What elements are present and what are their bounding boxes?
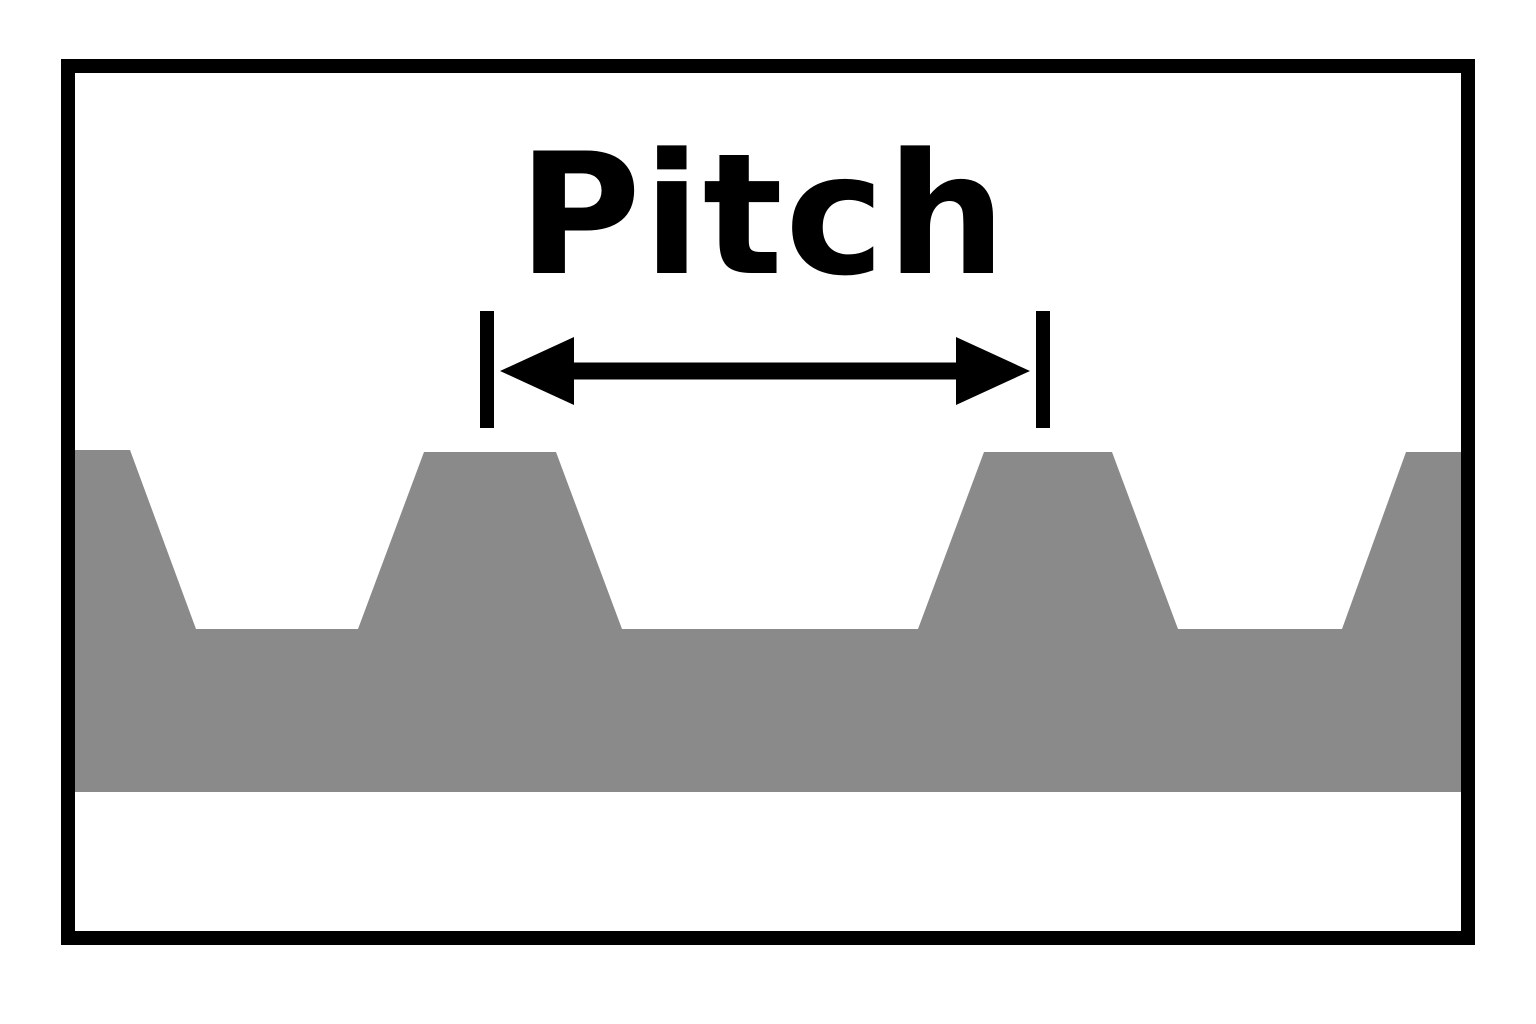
pitch-arrowhead-left: [500, 337, 574, 405]
pitch-label: Pitch: [518, 117, 1008, 313]
diagram-border: [61, 59, 1475, 945]
thread-profile: [74, 450, 1462, 792]
pitch-arrowhead-right: [956, 337, 1030, 405]
